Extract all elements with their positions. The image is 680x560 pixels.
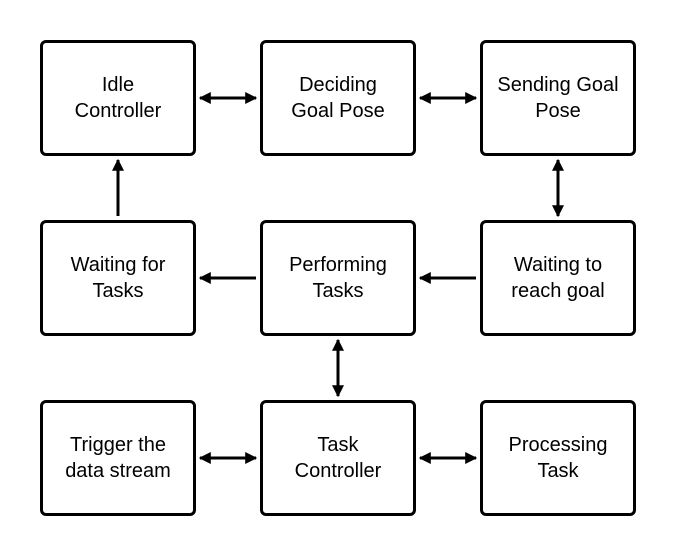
node-label: Performing Tasks xyxy=(289,254,387,302)
node-label: Task Controller xyxy=(294,434,382,482)
node-label: Deciding Goal Pose xyxy=(291,74,385,122)
node-label: Sending Goal Pose xyxy=(497,74,619,122)
node-task-controller: Task Controller xyxy=(260,400,416,516)
edge-layer xyxy=(112,92,564,464)
node-label: Waiting to reach goal xyxy=(511,254,605,302)
node-idle-controller: Idle Controller xyxy=(40,40,196,156)
node-label: Idle Controller xyxy=(74,74,162,122)
node-waiting-for-tasks: Waiting for Tasks xyxy=(40,220,196,336)
node-label: Trigger the data stream xyxy=(65,434,171,482)
node-trigger-data-stream: Trigger the data stream xyxy=(40,400,196,516)
node-processing-task: Processing Task xyxy=(480,400,636,516)
node-sending-goal-pose: Sending Goal Pose xyxy=(480,40,636,156)
node-label: Processing Task xyxy=(508,434,608,482)
node-deciding-goal-pose: Deciding Goal Pose xyxy=(260,40,416,156)
node-label: Waiting for Tasks xyxy=(70,254,166,302)
node-waiting-to-reach-goal: Waiting to reach goal xyxy=(480,220,636,336)
node-performing-tasks: Performing Tasks xyxy=(260,220,416,336)
